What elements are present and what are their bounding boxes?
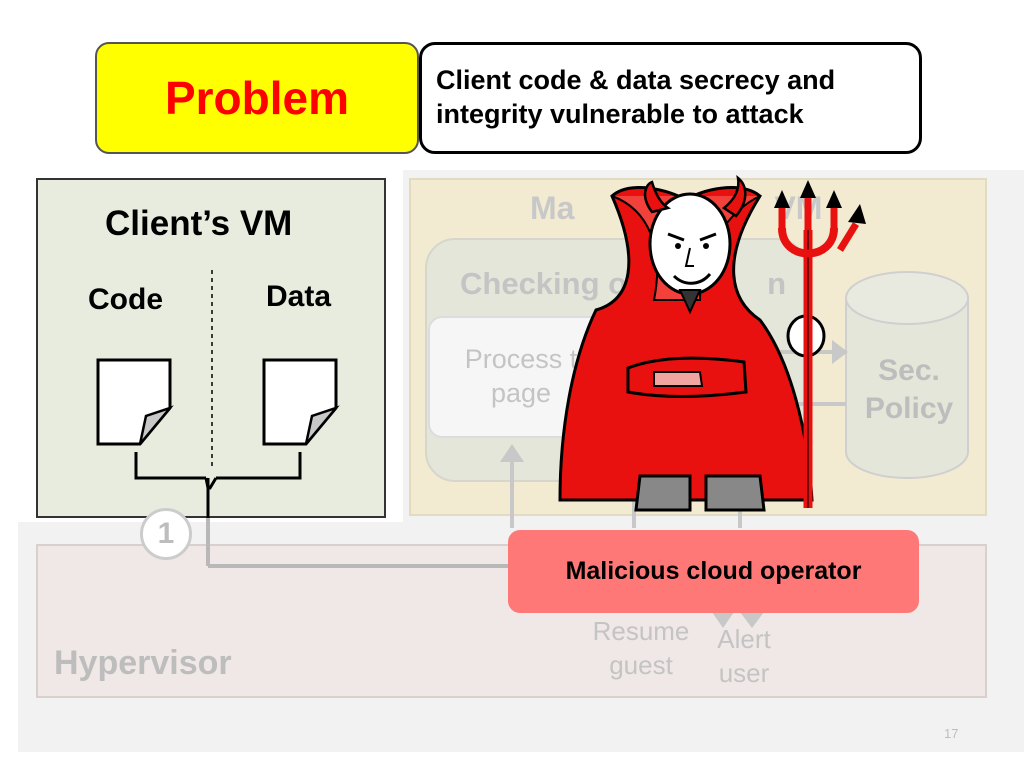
management-vm-title-start: Ma <box>530 190 575 226</box>
problem-statement-box: Client code & data secrecy and integrity… <box>419 42 922 154</box>
client-vm-box <box>36 178 386 518</box>
resume-line-2: guest <box>609 650 673 680</box>
resume-guest-label: Resume guest <box>576 614 706 682</box>
resume-line-1: Resume <box>592 616 690 646</box>
alert-user-label: Alert user <box>706 622 782 690</box>
client-vm-title: Client’s VM <box>105 204 293 243</box>
document-page-icon <box>96 358 174 446</box>
statement-line-2: integrity vulnerable to attack <box>436 99 804 129</box>
problem-label-box: Problem <box>95 42 419 154</box>
checking-label-end: n <box>767 266 787 301</box>
checking-module-label: Checking o n <box>460 266 786 302</box>
policy-line-1: Sec. <box>878 354 940 387</box>
process-line-1: Process t <box>464 344 578 374</box>
security-policy-label: Sec. Policy <box>848 352 970 428</box>
database-cylinder-icon <box>845 271 969 479</box>
alert-line-1: Alert <box>717 624 771 654</box>
alert-line-2: user <box>718 658 770 688</box>
slide-number: 17 <box>944 726 959 741</box>
policy-line-2: Policy <box>864 392 954 425</box>
process-line-2: page <box>490 378 552 408</box>
code-label: Code <box>88 283 163 316</box>
document-page-icon <box>262 358 340 446</box>
checking-label-start: Checking o <box>460 266 628 301</box>
malicious-operator-label: Malicious cloud operator <box>508 530 919 613</box>
data-label: Data <box>266 280 332 313</box>
statement-line-1: Client code & data secrecy and <box>436 65 836 95</box>
step-number-badge: 1 <box>140 508 192 560</box>
hypervisor-label: Hypervisor <box>54 644 232 682</box>
